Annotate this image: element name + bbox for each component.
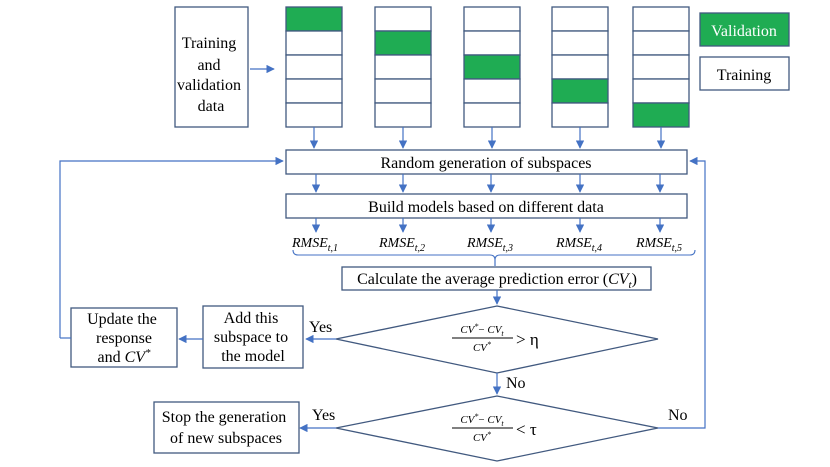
training-cell <box>285 78 343 104</box>
decision-1-denominator: CV* <box>473 340 491 354</box>
add-subspace-label: Add this subspace to the model <box>214 310 292 365</box>
fold-column <box>632 6 690 128</box>
rmse-label: RMSEt,3 <box>466 236 513 254</box>
fold-column <box>374 6 432 128</box>
training-cell <box>374 6 432 32</box>
build-models-label: Build models based on different data <box>368 199 604 216</box>
stop-generation-label: Stop the generation of new subspaces <box>162 409 290 447</box>
calc-average-label: Calculate the average prediction error (… <box>357 271 637 291</box>
decision-1-numerator: CV*− CVt <box>460 322 504 338</box>
training-cell <box>463 6 521 32</box>
rmse-label: RMSEt,4 <box>555 236 602 254</box>
fold-column <box>285 6 343 128</box>
validation-cell <box>285 6 343 32</box>
decision-2-comparison: < τ <box>516 420 537 439</box>
input-data-text: Training and validation data <box>177 35 245 115</box>
training-cell <box>463 78 521 104</box>
training-cell <box>285 54 343 80</box>
training-cell <box>374 102 432 128</box>
training-cell <box>632 78 690 104</box>
random-generation-label: Random generation of subspaces <box>380 155 591 172</box>
legend-validation-label: Validation <box>711 23 777 40</box>
rmse-labels: RMSEt,1 RMSEt,2 RMSEt,3 RMSEt,4 RMSEt,5 <box>291 236 682 254</box>
update-response-cv: and CV* <box>97 347 151 366</box>
build-models-box <box>285 193 688 219</box>
legend-training-swatch <box>699 56 790 91</box>
fold-column <box>551 6 609 128</box>
column-arrows <box>309 127 666 233</box>
decision-1-comparison: > η <box>516 330 539 349</box>
training-cell <box>632 6 690 32</box>
training-cell <box>463 102 521 128</box>
training-cell <box>285 30 343 56</box>
training-cell <box>374 78 432 104</box>
decision-1-diamond <box>335 305 659 374</box>
rmse-brace <box>292 249 696 261</box>
rmse-label: RMSEt,2 <box>378 236 425 254</box>
rmse-label: RMSEt,5 <box>635 236 682 254</box>
no2-label: No <box>668 407 688 424</box>
validation-cell <box>374 30 432 56</box>
training-cell <box>632 30 690 56</box>
add-subspace-box <box>202 305 304 369</box>
training-cell <box>551 6 609 32</box>
training-cell <box>551 102 609 128</box>
fold-column <box>463 6 521 128</box>
training-cell <box>463 30 521 56</box>
update-response-label: Update the response <box>87 311 161 347</box>
legend-validation-swatch <box>699 12 790 47</box>
validation-cell <box>632 102 690 128</box>
legend-training-label: Training <box>717 67 772 84</box>
yes1-label: Yes <box>309 319 332 336</box>
training-cell <box>374 54 432 80</box>
cross-validation-folds <box>285 6 690 128</box>
input-data-box <box>174 6 249 128</box>
random-generation-box <box>285 149 688 175</box>
decision-2-numerator: CV*− CVt <box>460 412 504 428</box>
training-cell <box>632 54 690 80</box>
rmse-label: RMSEt,1 <box>291 236 338 254</box>
stop-generation-box <box>153 401 300 454</box>
update-response-box <box>70 307 178 368</box>
no1-label: No <box>506 375 526 392</box>
loop-back-arrow-left <box>59 156 284 338</box>
training-cell <box>285 102 343 128</box>
loop-back-arrow-right <box>658 156 706 429</box>
decision-2-diamond <box>335 395 659 462</box>
training-cell <box>551 30 609 56</box>
training-cell <box>551 54 609 80</box>
decision-2-denominator: CV* <box>473 430 491 444</box>
validation-cell <box>463 54 521 80</box>
yes2-label: Yes <box>312 407 335 424</box>
validation-cell <box>551 78 609 104</box>
